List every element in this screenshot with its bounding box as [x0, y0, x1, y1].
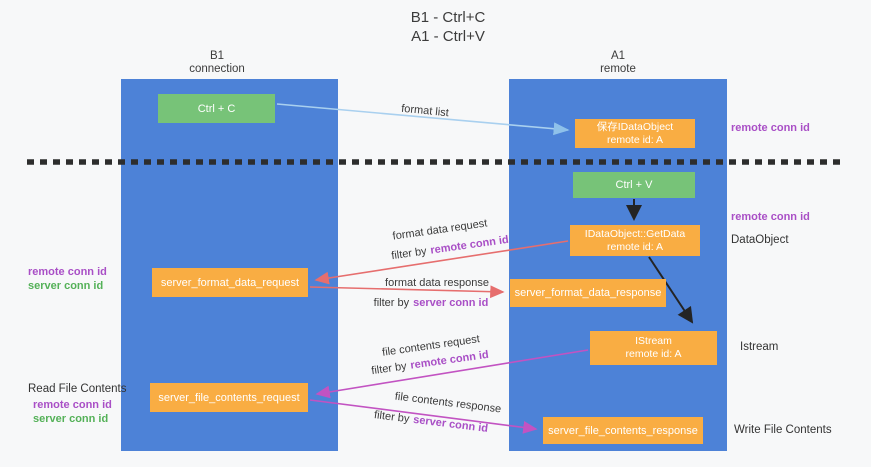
ctrl-v-label: Ctrl + V: [615, 179, 653, 191]
server-format-data-response-box: server_format_data_response: [510, 279, 666, 307]
format-data-response-filter-label: filter by server conn id: [374, 297, 489, 309]
format-data-response-arrow: [309, 285, 505, 299]
format-data-request-arrow: [314, 240, 569, 285]
remote-conn-id-annotation-left1: remote conn id: [28, 266, 107, 278]
server-file-contents-request-box: server_file_contents_request: [150, 383, 308, 412]
title-line-1: B1 - Ctrl+C: [410, 9, 486, 26]
title-line-2: A1 - Ctrl+V: [411, 28, 485, 45]
left-column-name: B1: [209, 50, 225, 62]
right-column-header: A1 remote: [518, 50, 718, 76]
getdata-box: IDataObject::GetData remote id: A: [570, 225, 700, 256]
remote-conn-id-annotation-mid: remote conn id: [731, 211, 810, 223]
server-format-data-request-label: server_format_data_request: [160, 276, 300, 289]
save-dataobject-line1: 保存IDataObject: [596, 120, 674, 133]
file-contents-response-arrow: [309, 399, 538, 434]
save-dataobject-line2: remote id: A: [606, 133, 664, 146]
format-data-response-label: format data response: [385, 277, 489, 289]
right-column-role: remote: [600, 63, 636, 75]
ctrl-c-label: Ctrl + C: [197, 102, 236, 115]
left-column-header: B1 connection: [117, 50, 317, 76]
ctrl-v-box: Ctrl + V: [573, 172, 695, 198]
diagram-title: B1 - Ctrl+C A1 - Ctrl+V: [348, 8, 548, 46]
server-file-contents-request-label: server_file_contents_request: [158, 391, 300, 404]
server-format-data-request-box: server_format_data_request: [152, 268, 308, 297]
istream-line1: IStream: [635, 335, 672, 347]
right-column-name: A1: [610, 50, 626, 62]
server-conn-id-annotation-left1: server conn id: [28, 280, 104, 292]
format-list-arrow: [276, 103, 570, 136]
save-dataobject-box: 保存IDataObject remote id: A: [575, 119, 695, 148]
istream-box: IStream remote id: A: [590, 331, 717, 365]
left-column-role: connection: [189, 63, 245, 75]
getdata-line2: remote id: A: [606, 240, 664, 253]
read-file-contents-annotation: Read File Contents: [28, 383, 127, 395]
file-contents-request-arrow: [315, 349, 589, 399]
server-conn-id-annotation-left2: server conn id: [33, 413, 109, 425]
server-file-contents-response-label: server_file_contents_response: [548, 424, 698, 437]
write-file-contents-annotation: Write File Contents: [734, 424, 832, 436]
filter-by-text: filter by: [373, 297, 410, 309]
server-file-contents-response-box: server_file_contents_response: [543, 417, 703, 444]
istream-line2: remote id: A: [625, 348, 682, 360]
dataobject-annotation: DataObject: [731, 234, 789, 246]
remote-conn-id-annotation-left2: remote conn id: [33, 399, 112, 411]
remote-conn-id-annotation-top: remote conn id: [731, 122, 810, 134]
getdata-line1: IDataObject::GetData: [584, 227, 686, 240]
istream-annotation: Istream: [740, 341, 779, 353]
getdata-to-istream-arrow: [648, 256, 694, 324]
server-conn-id-text: server conn id: [413, 297, 489, 309]
server-format-data-response-label: server_format_data_response: [514, 287, 662, 299]
ctrl-c-box: Ctrl + C: [158, 94, 275, 123]
